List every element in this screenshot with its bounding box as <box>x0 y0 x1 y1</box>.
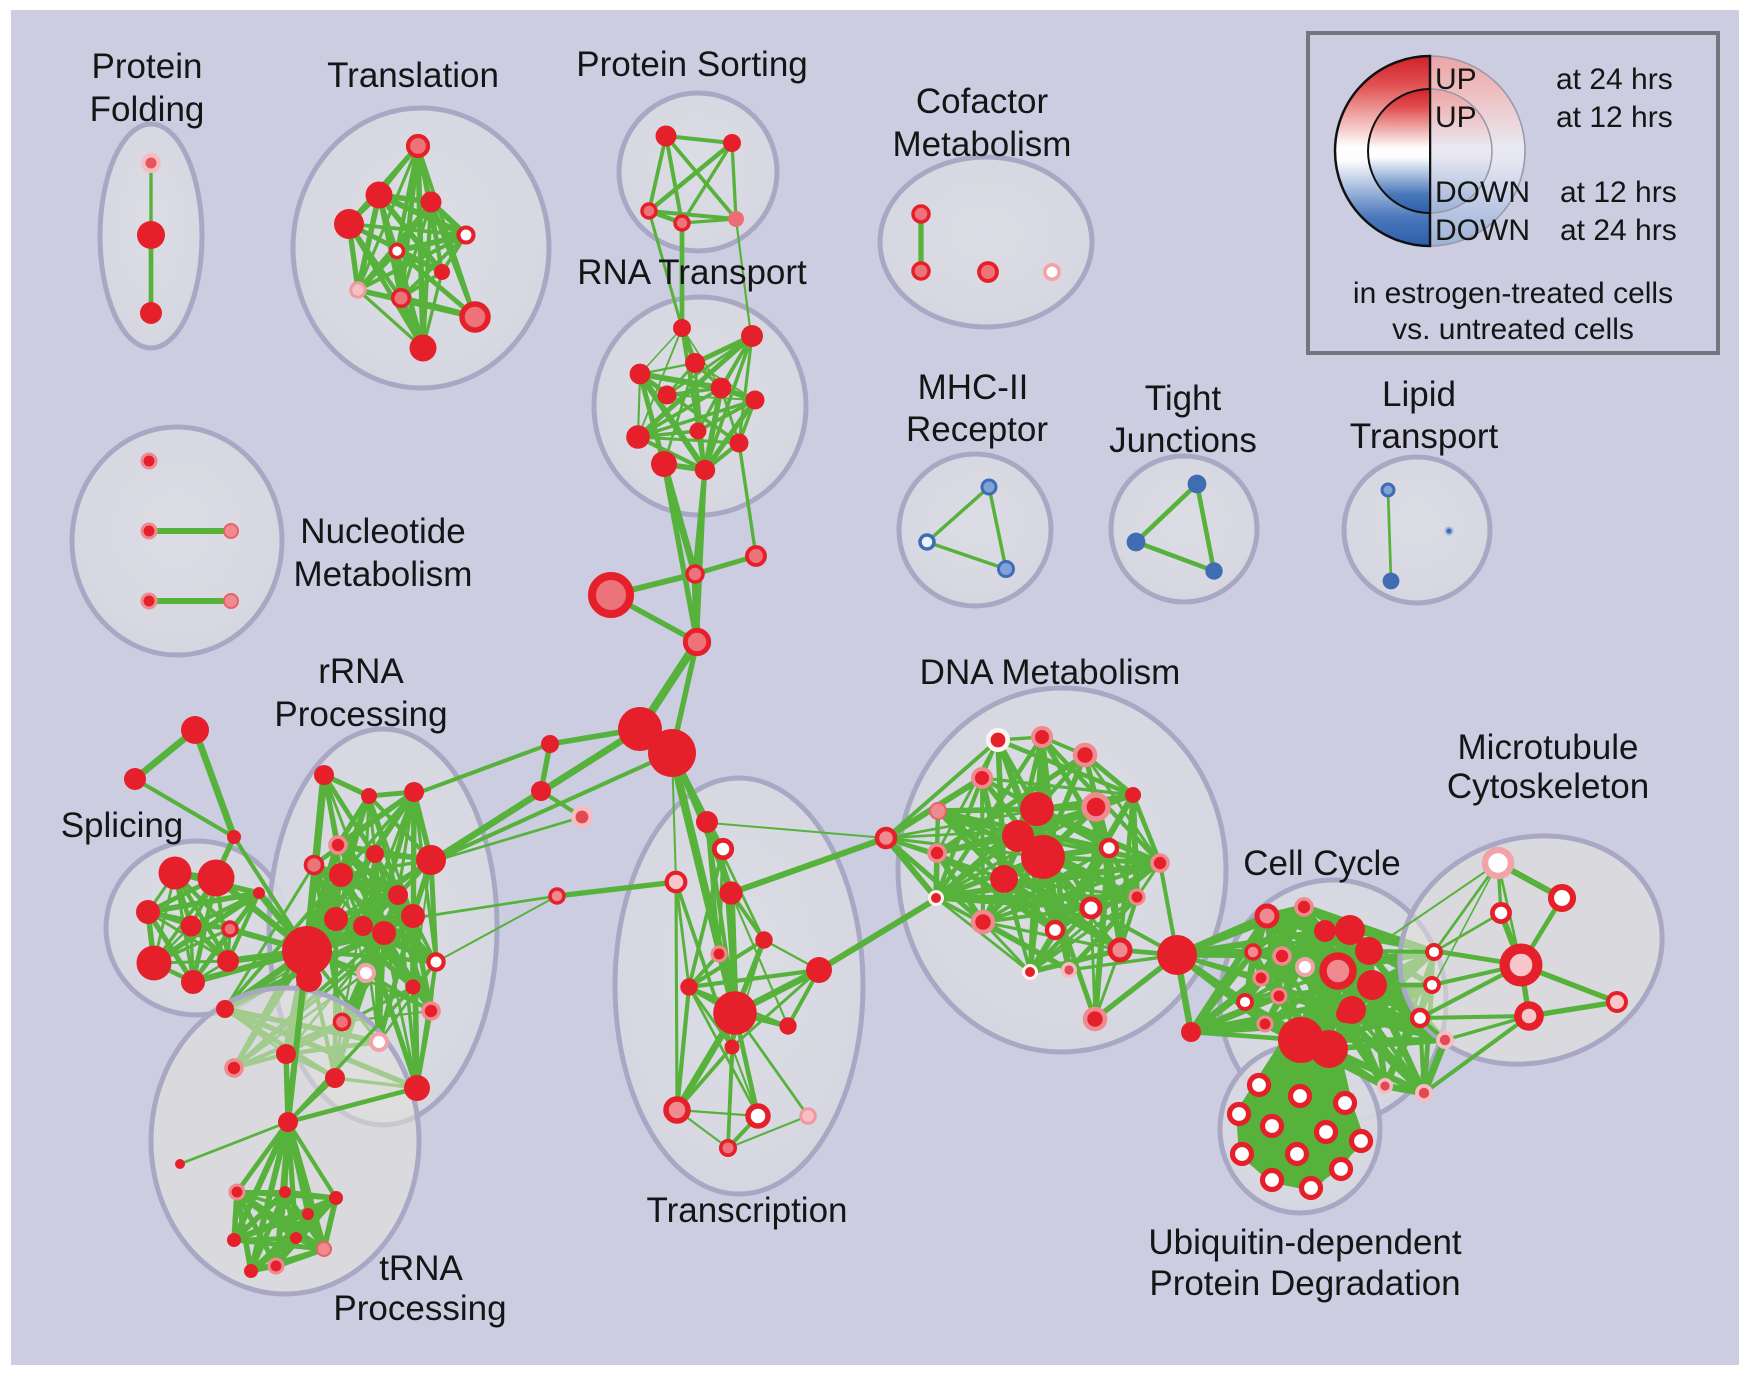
svg-text:Translation: Translation <box>327 56 499 95</box>
svg-text:Microtubule: Microtubule <box>1458 728 1639 767</box>
svg-text:at 24 hrs: at 24 hrs <box>1560 214 1677 247</box>
svg-text:Cofactor: Cofactor <box>916 82 1049 121</box>
svg-text:vs. untreated cells: vs. untreated cells <box>1392 313 1634 346</box>
svg-text:at 12 hrs: at 12 hrs <box>1560 176 1677 209</box>
svg-text:tRNA: tRNA <box>379 1249 463 1288</box>
svg-text:Metabolism: Metabolism <box>893 125 1072 164</box>
svg-text:Tight: Tight <box>1145 379 1222 418</box>
svg-text:in estrogen-treated cells: in estrogen-treated cells <box>1353 277 1673 310</box>
svg-text:Metabolism: Metabolism <box>294 555 473 594</box>
svg-text:Protein: Protein <box>92 47 203 86</box>
svg-text:MHC-II: MHC-II <box>918 368 1029 407</box>
svg-text:Ubiquitin-dependent: Ubiquitin-dependent <box>1148 1223 1462 1262</box>
svg-text:rRNA: rRNA <box>318 652 404 691</box>
svg-text:Receptor: Receptor <box>906 410 1048 449</box>
svg-text:Lipid: Lipid <box>1382 375 1456 414</box>
svg-text:Transport: Transport <box>1350 417 1499 456</box>
svg-text:Cytoskeleton: Cytoskeleton <box>1447 767 1649 806</box>
svg-text:at 24 hrs: at 24 hrs <box>1556 63 1673 96</box>
svg-text:Junctions: Junctions <box>1109 421 1257 460</box>
svg-text:UP: UP <box>1435 101 1477 134</box>
svg-text:Processing: Processing <box>274 695 447 734</box>
svg-text:UP: UP <box>1435 63 1477 96</box>
svg-text:Transcription: Transcription <box>647 1191 848 1230</box>
svg-text:Nucleotide: Nucleotide <box>300 512 465 551</box>
svg-text:Folding: Folding <box>90 90 205 129</box>
svg-text:Protein Sorting: Protein Sorting <box>576 45 808 84</box>
svg-text:at 12 hrs: at 12 hrs <box>1556 101 1673 134</box>
svg-text:DOWN: DOWN <box>1435 214 1530 247</box>
svg-text:Processing: Processing <box>333 1289 506 1328</box>
svg-text:DNA Metabolism: DNA Metabolism <box>920 653 1181 692</box>
svg-text:RNA Transport: RNA Transport <box>577 253 807 292</box>
svg-text:Splicing: Splicing <box>61 806 184 845</box>
svg-text:Cell Cycle: Cell Cycle <box>1243 844 1401 883</box>
svg-text:Protein Degradation: Protein Degradation <box>1149 1264 1460 1303</box>
svg-text:DOWN: DOWN <box>1435 176 1530 209</box>
